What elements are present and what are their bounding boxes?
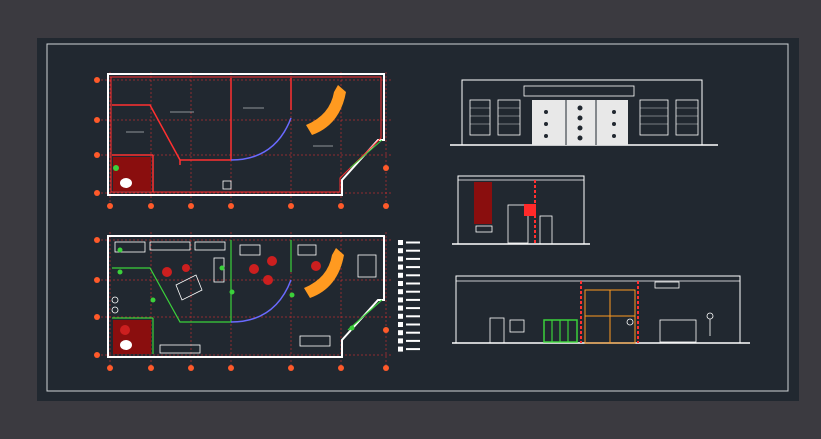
legend-label-mark [406, 266, 420, 269]
bathroom-area [113, 157, 151, 191]
front-elevation [450, 79, 718, 146]
drawing-sheet [37, 38, 799, 401]
legend-symbol [398, 256, 403, 262]
legend-label-mark [406, 257, 420, 260]
legend-label-mark [406, 290, 420, 293]
office-furniture [111, 241, 377, 354]
legend-symbol [398, 272, 403, 278]
toilet [120, 340, 132, 350]
symbol-legend [398, 240, 420, 352]
chairs [120, 256, 321, 335]
curved-wall [230, 117, 292, 161]
floor-plan-upper [94, 72, 392, 209]
toilet [120, 178, 132, 188]
floor-plan-furnished [94, 232, 392, 371]
legend-label-mark [406, 315, 420, 318]
legend-symbol [398, 330, 403, 336]
legend-symbol [398, 305, 403, 311]
elevation-windows [469, 99, 699, 136]
legend-symbol [398, 240, 403, 245]
legend-symbol [398, 338, 403, 344]
legend-symbol [398, 297, 403, 303]
legend-label-mark [406, 274, 420, 277]
legend-symbol [398, 346, 403, 352]
outer-wall [107, 73, 385, 196]
legend-label-mark [406, 249, 420, 252]
legend-symbol [398, 313, 403, 319]
legend-label-mark [406, 307, 420, 310]
legend-label-mark [406, 241, 420, 244]
legend-symbol [398, 281, 403, 286]
legend-label-mark [406, 331, 420, 334]
legend-label-mark [406, 298, 420, 301]
stair [304, 248, 344, 298]
legend-label-mark [406, 339, 420, 342]
cross-section [452, 175, 590, 245]
legend-label-mark [406, 348, 420, 351]
legend-symbol [398, 248, 403, 254]
legend-label-mark [406, 282, 420, 285]
sheet-border [46, 43, 789, 392]
curved-wall [230, 279, 292, 323]
legend-symbol [398, 322, 403, 327]
bathroom-area [113, 320, 151, 354]
stair [306, 85, 346, 135]
legend-symbol [398, 264, 403, 270]
longitudinal-section [452, 275, 750, 344]
legend-symbol [398, 289, 403, 295]
legend-label-mark [406, 323, 420, 326]
